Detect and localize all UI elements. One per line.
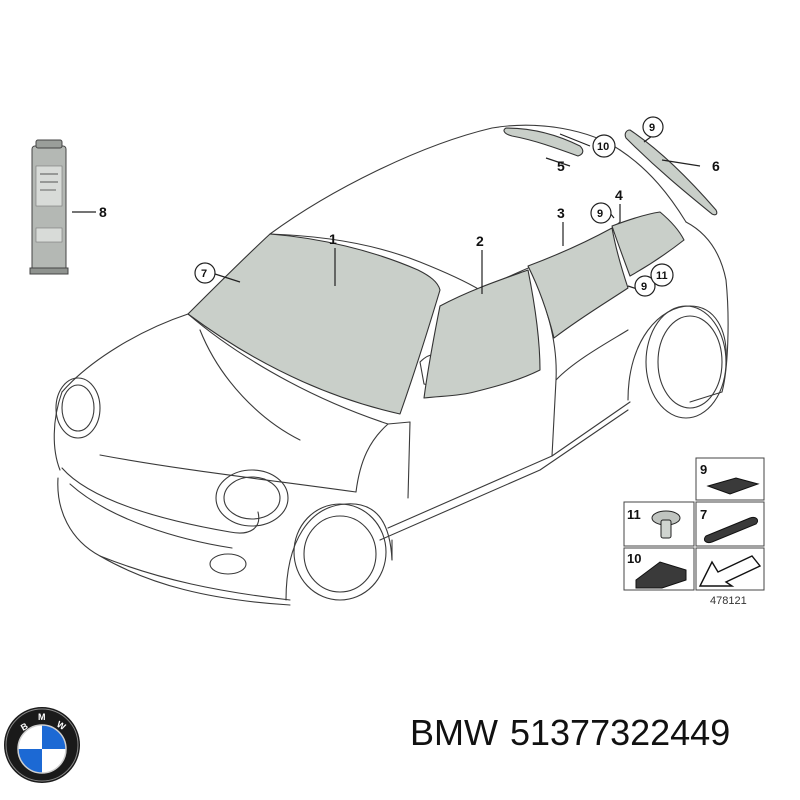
svg-text:7: 7 [700, 507, 707, 522]
svg-text:10: 10 [597, 141, 609, 153]
svg-text:8: 8 [99, 204, 107, 220]
callout-11: 11 [650, 263, 674, 287]
svg-text:11: 11 [656, 270, 668, 282]
svg-text:1: 1 [329, 231, 337, 247]
sealant-cartridge [29, 139, 69, 275]
svg-text:10: 10 [627, 551, 641, 566]
part-number: 51377322449 [509, 712, 731, 753]
windshield-glass [187, 233, 441, 415]
roof-glass-strip [503, 127, 584, 157]
svg-text:9: 9 [700, 462, 707, 477]
svg-text:11: 11 [627, 507, 641, 522]
callout-4: 4 [615, 187, 623, 203]
callout-8: 8 [99, 204, 107, 220]
svg-text:9: 9 [641, 281, 647, 293]
svg-text:478121: 478121 [710, 595, 747, 607]
rear-door-glass [527, 227, 629, 339]
quarter-glass [611, 211, 685, 277]
arrow-icon [698, 555, 762, 587]
adhesive-pad-icon [706, 477, 760, 495]
bmw-logo: B M W [4, 707, 80, 783]
clip-icon [651, 510, 681, 539]
legend-panel: 9 11 7 10 478121 [623, 457, 765, 607]
svg-text:3: 3 [557, 205, 565, 221]
callout-3: 3 [557, 205, 565, 221]
callout-9-mid: 9 [590, 202, 612, 224]
svg-text:9: 9 [597, 208, 603, 220]
callout-7: 7 [194, 262, 216, 284]
callout-2: 2 [476, 233, 484, 249]
support-block-icon [635, 561, 687, 589]
svg-text:7: 7 [201, 268, 207, 280]
front-door-glass [423, 269, 541, 399]
brand-name: BMW [410, 712, 498, 753]
callout-5: 5 [557, 158, 565, 174]
part-caption: BMW 51377322449 [410, 712, 742, 754]
svg-text:5: 5 [557, 158, 565, 174]
callout-1: 1 [329, 231, 337, 247]
svg-text:2: 2 [476, 233, 484, 249]
svg-text:6: 6 [712, 158, 720, 174]
svg-text:B: B [19, 721, 30, 733]
callout-6: 6 [712, 158, 720, 174]
callout-9-low: 9 [634, 275, 656, 297]
svg-text:9: 9 [649, 122, 655, 134]
rear-window-glass [624, 129, 718, 216]
spacer-strip-icon [703, 517, 759, 543]
callout-9-top: 9 [642, 116, 664, 138]
svg-text:4: 4 [615, 187, 623, 203]
svg-text:M: M [38, 712, 46, 722]
callout-10: 10 [592, 134, 616, 158]
